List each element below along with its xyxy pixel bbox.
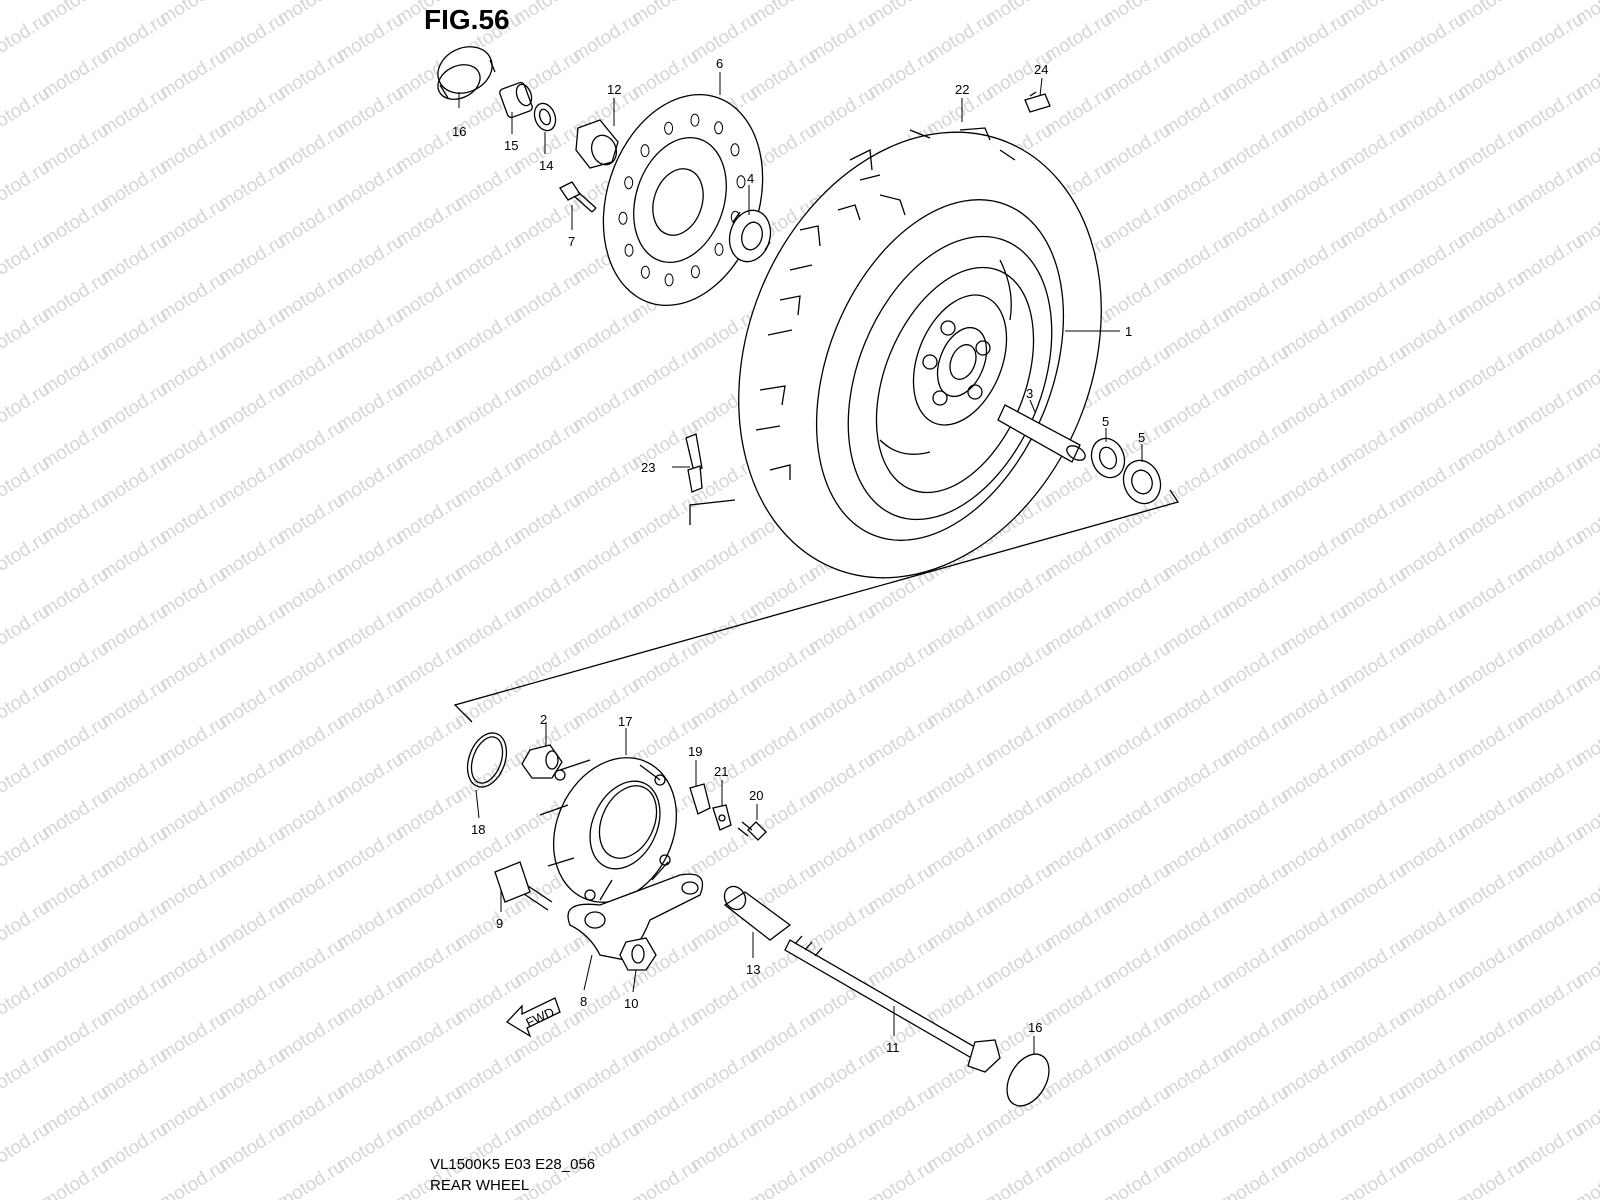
- disc-hole: [664, 273, 674, 287]
- callout-23: 23: [641, 460, 655, 475]
- callout-7: 7: [568, 234, 575, 249]
- disc-hole: [690, 113, 700, 127]
- part-15-nut: [499, 81, 533, 119]
- part-21-plate: [712, 804, 732, 831]
- figure-title: FIG.56: [424, 4, 510, 35]
- disc-hole: [664, 121, 674, 135]
- disc-hole: [730, 143, 740, 157]
- part-1-wheel-rim: [847, 235, 1053, 521]
- disc-hole: [736, 175, 746, 189]
- part-16-cap: [437, 46, 496, 100]
- callout-19: 19: [688, 744, 702, 759]
- part-17-hub: [539, 757, 678, 903]
- disc-hole: [690, 265, 700, 279]
- part-14-washer: [533, 102, 557, 132]
- callout-12: 12: [607, 82, 621, 97]
- part-16-cap-lower: [1006, 1053, 1050, 1107]
- exploded-guide-line: [689, 499, 736, 525]
- part-12-spacer: [575, 119, 619, 169]
- disc-hole: [714, 121, 724, 135]
- callout-16b: 16: [1028, 1020, 1042, 1035]
- disc-hole: [714, 242, 724, 256]
- part-2-bushing: [521, 744, 563, 779]
- callout-4: 4: [747, 171, 754, 186]
- part-3-spacer-tube: [997, 404, 1086, 463]
- callout-2: 2: [540, 712, 547, 727]
- part-18-o-ring: [466, 732, 508, 788]
- part-9-bolt: [494, 861, 553, 911]
- part-24-clip: [1024, 91, 1051, 113]
- callout-15: 15: [504, 138, 518, 153]
- part-20-screw: [737, 821, 767, 841]
- part-11-axle: [784, 935, 1001, 1073]
- disc-hole: [624, 243, 634, 257]
- part-10-nut: [619, 937, 657, 971]
- part-7-bolt: [559, 181, 597, 213]
- callout-20: 20: [749, 788, 763, 803]
- callout-10: 10: [624, 996, 638, 1011]
- fwd-arrow: FWD: [505, 997, 561, 1038]
- callout-13: 13: [746, 962, 760, 977]
- callout-9: 9: [496, 916, 503, 931]
- part-23-valve: [685, 433, 703, 493]
- callout-18: 18: [471, 822, 485, 837]
- diagram-name: REAR WHEEL: [430, 1177, 530, 1194]
- part-5-bearing-b: [1122, 459, 1162, 505]
- disc-hole: [618, 211, 628, 225]
- part-4-bearing: [728, 209, 772, 263]
- fwd-label: FWD: [523, 1004, 556, 1030]
- callout-11: 11: [886, 1040, 900, 1055]
- callout-6: 6: [716, 56, 723, 71]
- callout-24: 24: [1034, 62, 1048, 77]
- callout-22: 22: [955, 82, 969, 97]
- disc-hole: [640, 144, 650, 158]
- callout-14: 14: [539, 158, 553, 173]
- callout-21: 21: [714, 764, 728, 779]
- callout-5a: 5: [1102, 414, 1109, 429]
- callout-labels: 1 2 3 4 5 5 6 7 8 9 10 11 12 13 14 15 16…: [452, 56, 1145, 1055]
- callout-1: 1: [1125, 324, 1132, 339]
- part-19-damper: [689, 783, 711, 815]
- callout-8: 8: [580, 994, 587, 1009]
- disc-hole: [624, 176, 634, 190]
- callout-17: 17: [618, 714, 632, 729]
- diagram-code: VL1500K5 E03 E28_056: [430, 1156, 596, 1173]
- part-8-torque-link: [567, 873, 704, 961]
- callout-16a: 16: [452, 124, 466, 139]
- part-5-bearing-a: [1090, 437, 1126, 479]
- callout-leaders: [458, 72, 1143, 1054]
- disc-hole: [640, 265, 650, 279]
- callout-3: 3: [1026, 386, 1033, 401]
- callout-5b: 5: [1138, 430, 1145, 445]
- part-13-spacer: [723, 885, 792, 941]
- exploded-guide-line: [453, 489, 1180, 723]
- part-6-brake-disc: [602, 93, 764, 307]
